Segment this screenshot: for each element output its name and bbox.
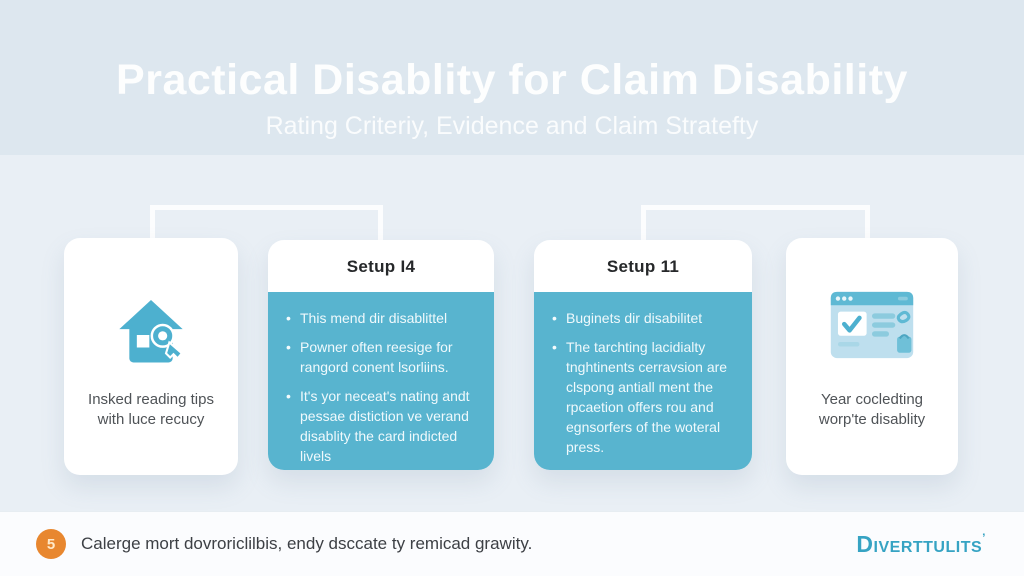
bullet-item: It's yor neceat's nating andt pessae dis… (286, 386, 480, 466)
page-subtitle: Rating Criteriy, Evidence and Claim Stra… (265, 112, 759, 140)
coin-badge-glyph: 5 (46, 535, 56, 553)
bullet-list: This mend dir disablittel Powner often r… (268, 292, 494, 470)
bullet-item: Buginets dir disabilitet (552, 308, 738, 328)
card-caption: Year cocledting worp'te disablity (818, 391, 926, 429)
card-header: Setup 11 (606, 257, 680, 276)
footer-note: Calerge mort dovroriclilbis, endy dsccat… (81, 534, 533, 553)
card-caption: Insked reading tips with luce recucy (88, 391, 214, 429)
brand-logo: Diverttulits’ (856, 531, 986, 558)
brand-name: Diverttulits (856, 530, 983, 557)
connector-bracket-right (641, 205, 870, 242)
house-key-icon (64, 290, 238, 374)
footer-bar: 5 Calerge mort dovroriclilbis, endy dscc… (0, 511, 1024, 576)
coin-badge-icon: 5 (36, 529, 66, 559)
page-title: Practical Disablity for Claim Disability (116, 56, 908, 104)
card-house-tips: Insked reading tips with luce recucy (64, 238, 238, 475)
bullet-item: This mend dir disablittel (286, 308, 480, 328)
card-collecting-disability: Year cocledting worp'te disablity (786, 238, 958, 475)
bullet-list: Buginets dir disabilitet The tarchting l… (534, 292, 752, 470)
bullet-item: Powner often reesige for rangord conent … (286, 337, 480, 377)
card-header: Setup I4 (346, 257, 416, 276)
brand-tick: ’ (982, 530, 986, 545)
connector-bracket-left (150, 205, 383, 242)
title-band: Practical Disablity for Claim Disability… (0, 0, 1024, 155)
browser-checklist-icon (786, 290, 958, 374)
card-setup-11: Setup 11 Buginets dir disabilitet The ta… (534, 240, 752, 470)
card-setup-4: Setup I4 This mend dir disablittel Powne… (268, 240, 494, 470)
bullet-item: The tarchting lacidialty tnghtinents cer… (552, 337, 738, 457)
